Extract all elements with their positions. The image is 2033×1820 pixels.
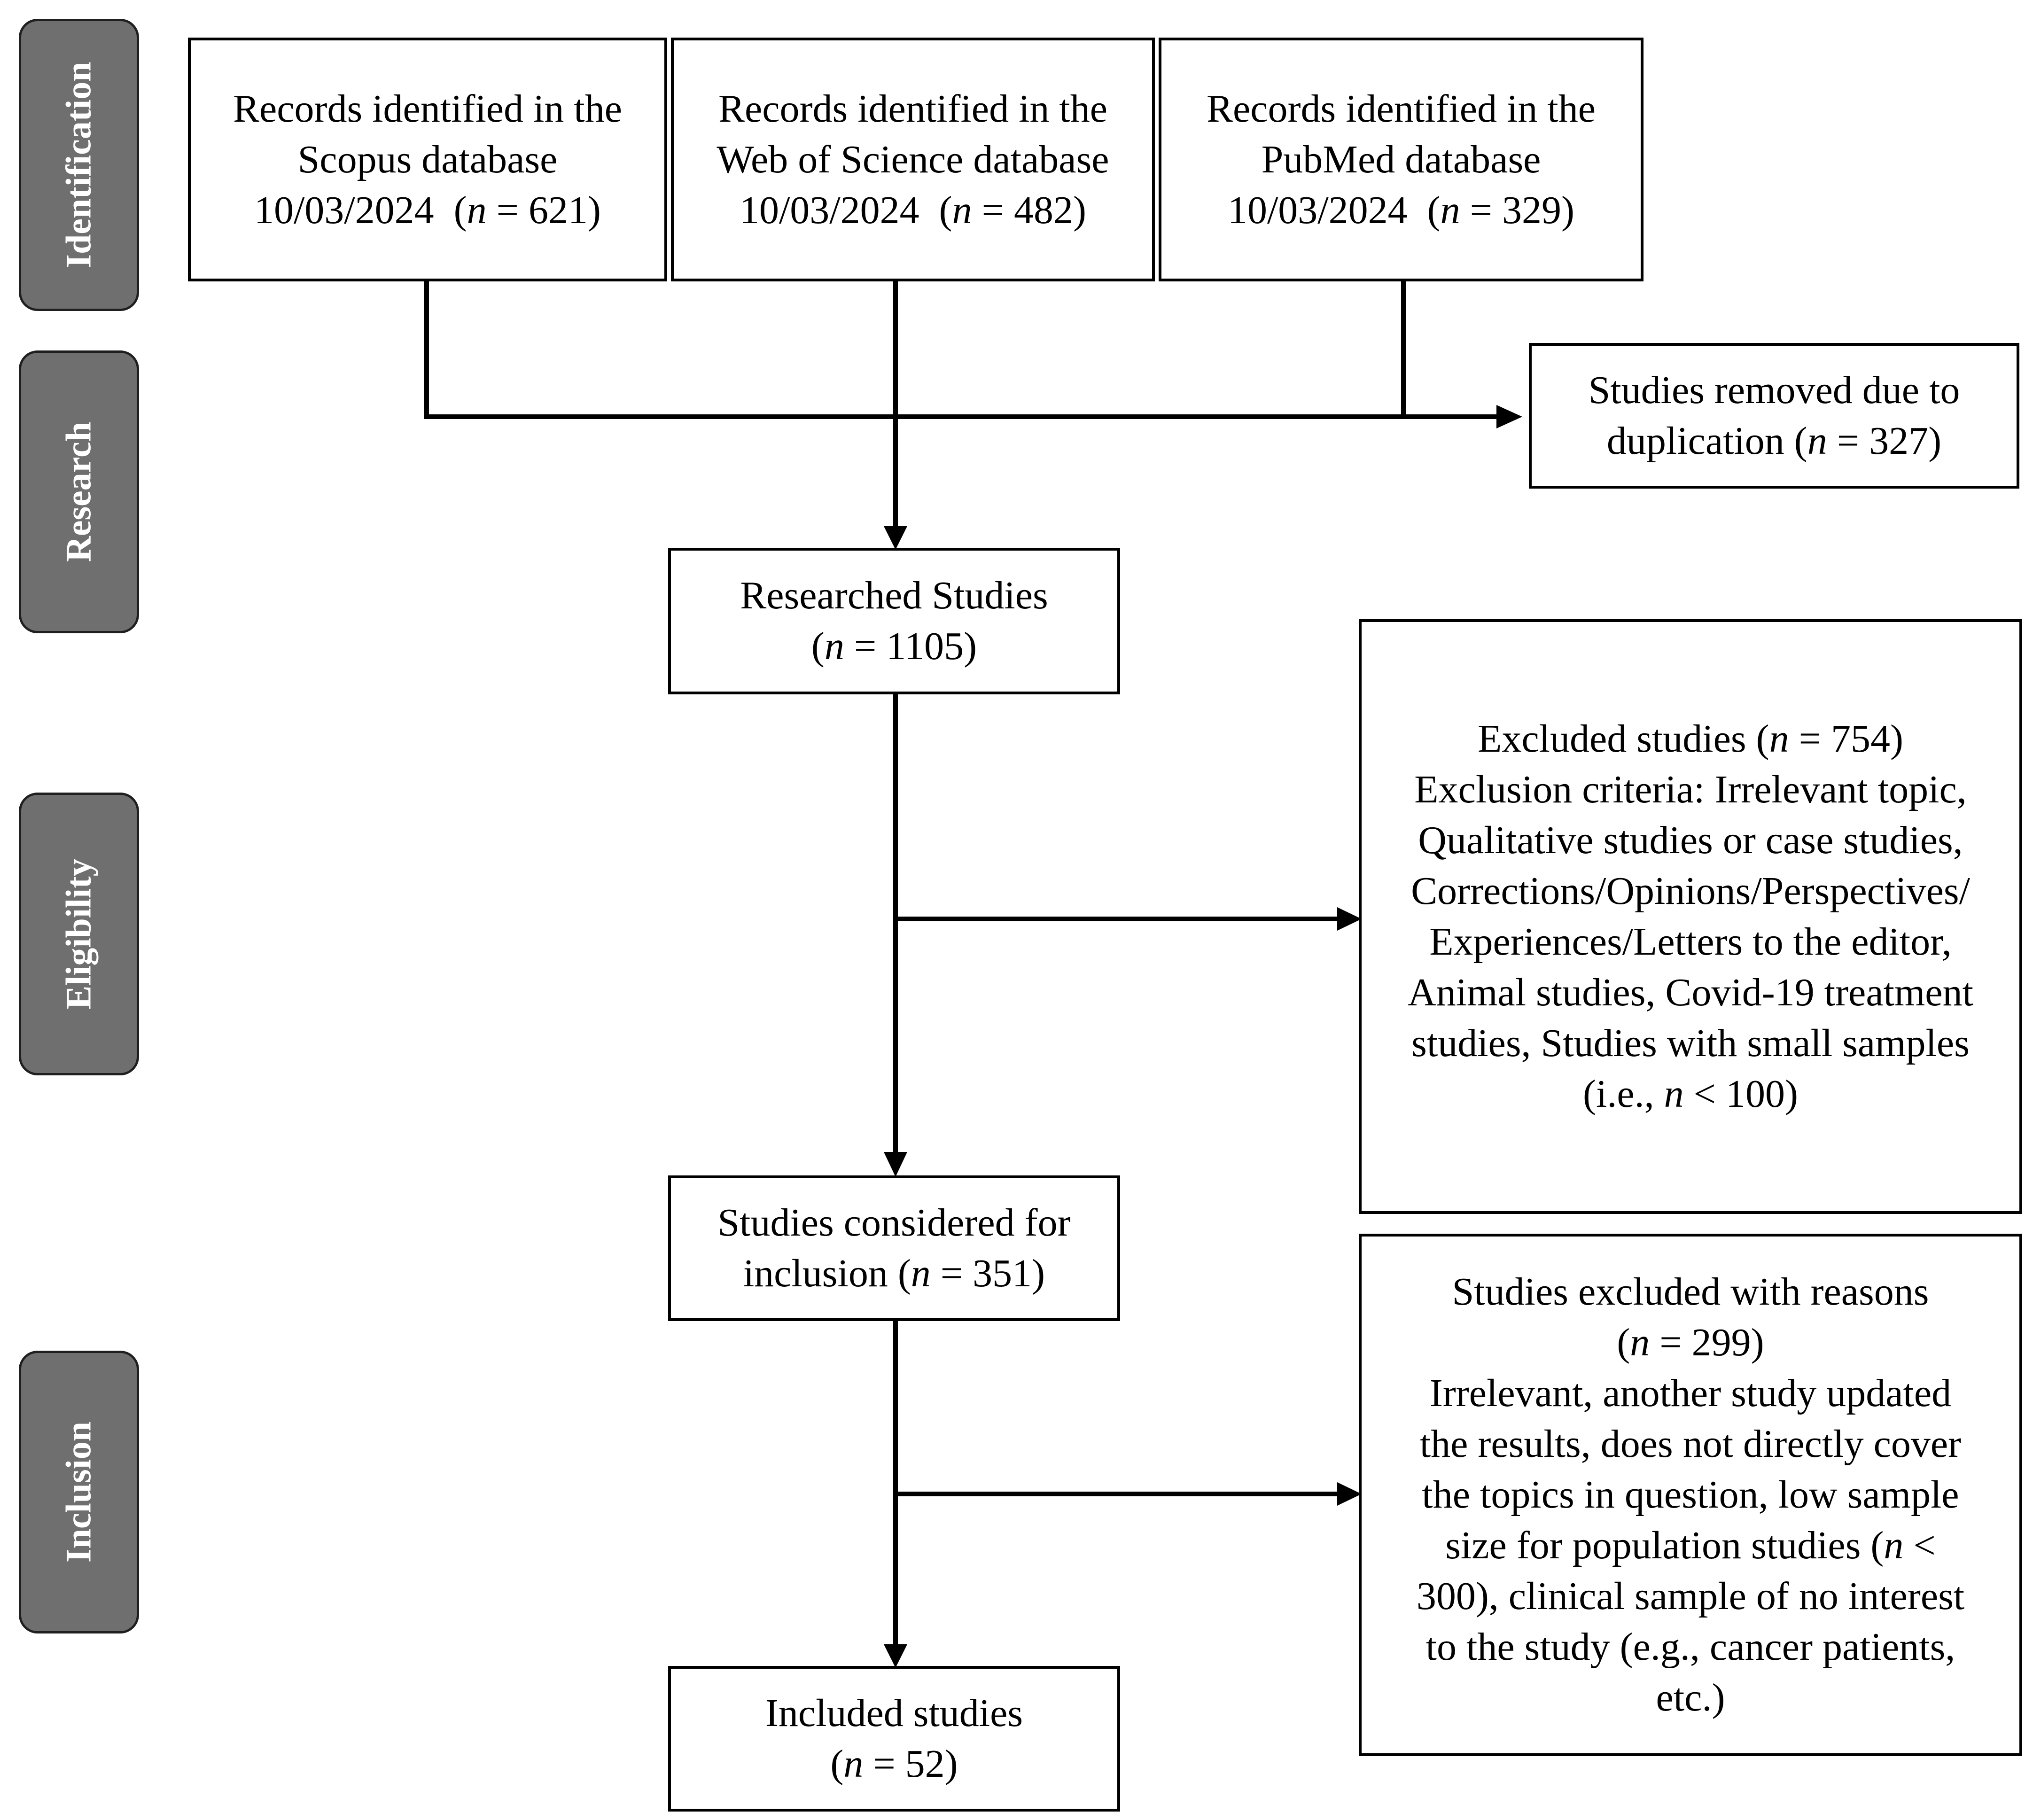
excluded-reasons-count-line: (n = 299) <box>1617 1321 1764 1364</box>
arrowhead-excluded <box>1337 907 1362 931</box>
excluded-reasons-line: the topics in question, low sample <box>1422 1473 1959 1517</box>
excluded-reasons-line: 300), clinical sample of no interest <box>1416 1574 1965 1618</box>
excluded-reasons-title: Studies excluded with reasons <box>1452 1270 1929 1314</box>
wos-count-line: 10/03/2024 (n = 482) <box>739 188 1086 232</box>
researched-count-line: (n = 1105) <box>811 624 977 668</box>
excluded-studies-box: Excluded studies (n = 754) Exclusion cri… <box>1359 619 2022 1214</box>
excluded-reasons-n-line: size for population studies (n < <box>1445 1524 1936 1567</box>
excluded-criteria-last-line: (i.e., n < 100) <box>1583 1072 1798 1116</box>
researched-title: Researched Studies <box>740 574 1048 617</box>
excluded-count: = 754) <box>1799 717 1903 761</box>
excluded-reasons-box: Studies excluded with reasons (n = 299) … <box>1359 1234 2022 1756</box>
scopus-line2: Scopus database <box>297 137 558 181</box>
pubmed-line2: PubMed database <box>1261 137 1541 181</box>
duplicates-count: = 327) <box>1837 419 1942 463</box>
wos-line2: Web of Science database <box>717 137 1109 181</box>
considered-count: = 351) <box>940 1252 1045 1295</box>
considered-studies-box: Studies considered for inclusion (n = 35… <box>668 1175 1120 1321</box>
excluded-reasons-line: etc.) <box>1656 1676 1725 1719</box>
arrowhead-considered <box>884 1152 907 1177</box>
pubmed-records-box: Records identified in the PubMed databas… <box>1159 38 1644 281</box>
wos-count: = 482) <box>981 188 1086 232</box>
pubmed-date: 10/03/2024 <box>1227 188 1408 232</box>
scopus-records-box: Records identified in the Scopus databas… <box>188 38 667 281</box>
excluded-criteria-line: Corrections/Opinions/Perspectives/ <box>1411 869 1970 913</box>
excluded-reasons-line: Irrelevant, another study updated <box>1429 1371 1952 1415</box>
duplicates-count-line: duplication (n = 327) <box>1606 419 1942 463</box>
included-count-line: (n = 52) <box>830 1742 958 1786</box>
stage-eligibility: Eligibility <box>19 793 139 1075</box>
considered-count-line: inclusion (n = 351) <box>743 1252 1045 1295</box>
wos-date: 10/03/2024 <box>739 188 919 232</box>
researched-studies-box: Researched Studies (n = 1105) <box>668 548 1120 694</box>
excluded-reasons-line: the results, does not directly cover <box>1419 1422 1962 1466</box>
included-title: Included studies <box>765 1691 1023 1735</box>
scopus-count: = 621) <box>496 188 601 232</box>
excluded-reasons-count: = 299) <box>1659 1321 1764 1364</box>
excluded-reasons-line: to the study (e.g., cancer patients, <box>1425 1625 1955 1669</box>
arrowhead-included <box>884 1644 907 1668</box>
scopus-date: 10/03/2024 <box>254 188 434 232</box>
arrowhead-excluded-reasons <box>1337 1482 1362 1506</box>
scopus-count-line: 10/03/2024 (n = 621) <box>254 188 601 232</box>
pubmed-count: = 329) <box>1470 188 1574 232</box>
excluded-criteria-line: Experiences/Letters to the editor, <box>1429 920 1952 964</box>
excluded-criteria-line: studies, Studies with small samples <box>1411 1021 1970 1065</box>
duplicates-removed-box: Studies removed due to duplication (n = … <box>1529 343 2019 489</box>
arrowhead-researched <box>884 526 907 550</box>
considered-line1: Studies considered for <box>717 1201 1071 1244</box>
included-studies-box: Included studies (n = 52) <box>668 1666 1120 1812</box>
arrowhead-duplicates <box>1496 405 1522 428</box>
wos-line1: Records identified in the <box>718 86 1108 131</box>
stage-identification-label: Identification <box>59 62 99 268</box>
included-count: = 52) <box>873 1742 958 1786</box>
scopus-line1: Records identified in the <box>233 86 623 131</box>
duplicates-line1: Studies removed due to <box>1588 368 1960 412</box>
stage-identification: Identification <box>19 19 139 311</box>
excluded-count-line: Excluded studies (n = 754) <box>1478 717 1903 761</box>
researched-count: = 1105) <box>854 624 977 668</box>
stage-inclusion: Inclusion <box>19 1351 139 1633</box>
stage-research: Research <box>19 350 139 633</box>
excluded-criteria-line: Exclusion criteria: Irrelevant topic, <box>1414 768 1967 811</box>
pubmed-line1: Records identified in the <box>1206 86 1596 131</box>
stage-research-label: Research <box>59 421 99 562</box>
excluded-criteria-line: Animal studies, Covid-19 treatment <box>1408 971 1973 1014</box>
stage-eligibility-label: Eligibility <box>59 858 99 1010</box>
excluded-criteria-line: Qualitative studies or case studies, <box>1418 818 1963 862</box>
stage-inclusion-label: Inclusion <box>59 1422 99 1563</box>
wos-records-box: Records identified in the Web of Science… <box>671 38 1155 281</box>
pubmed-count-line: 10/03/2024 (n = 329) <box>1227 188 1574 232</box>
